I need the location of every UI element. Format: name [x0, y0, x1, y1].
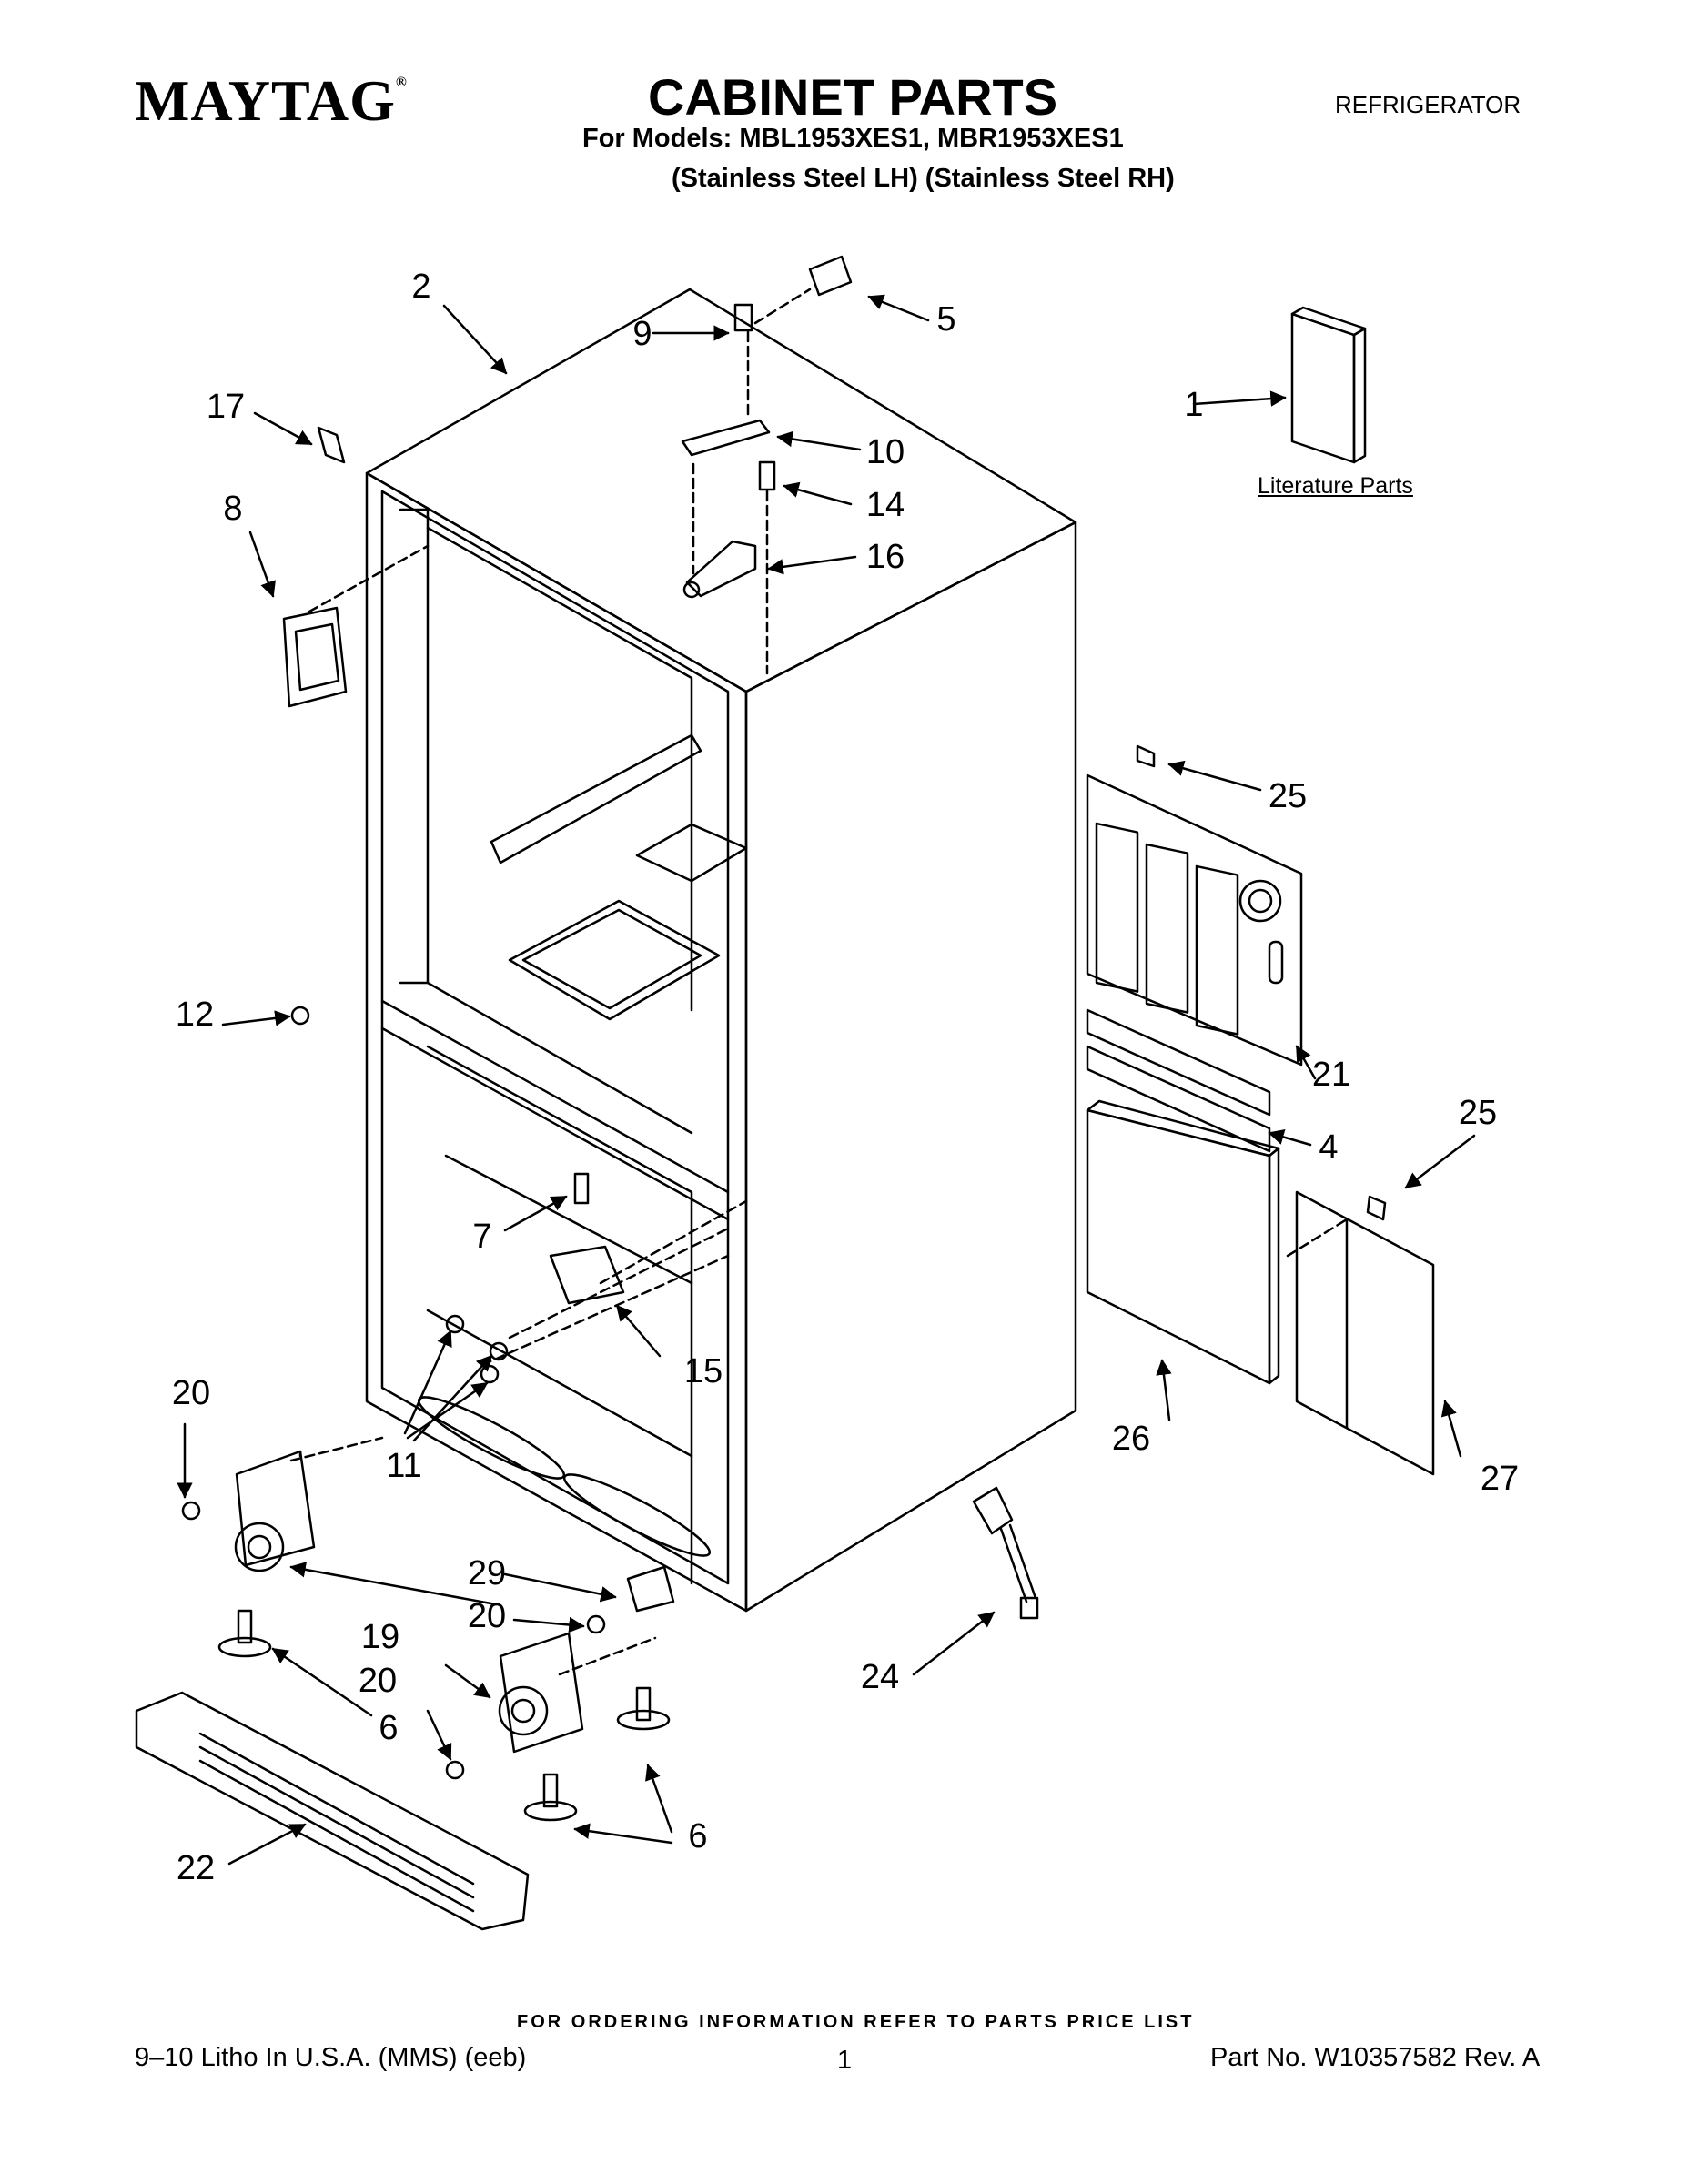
ordering-note: FOR ORDERING INFORMATION REFER TO PARTS …	[517, 2012, 1195, 2032]
part-number: Part No. W10357582 Rev. A	[1210, 2043, 1541, 2072]
screw-top-grille	[1136, 744, 1156, 768]
screw-20b	[586, 1614, 606, 1634]
callout-8: 8	[223, 490, 243, 528]
rear-cover-plate	[1286, 1190, 1435, 1476]
toe-grille	[135, 1691, 530, 1931]
callout-20a: 20	[171, 1374, 211, 1412]
roller-bracket-left	[217, 1450, 316, 1658]
callout-5: 5	[936, 300, 956, 339]
screw-cover	[1366, 1195, 1387, 1221]
callout-20c: 20	[358, 1662, 398, 1700]
callout-4: 4	[1319, 1128, 1339, 1167]
callout-19: 19	[360, 1618, 400, 1656]
callout-27: 27	[1480, 1460, 1520, 1498]
models-line: For Models: MBL1953XES1, MBR1953XES1	[582, 124, 1124, 153]
control-housing	[282, 606, 348, 708]
callout-25a: 25	[1268, 777, 1308, 815]
callout-14: 14	[865, 486, 905, 524]
callout-24: 24	[860, 1658, 900, 1696]
callout-26: 26	[1111, 1420, 1151, 1458]
callout-6b: 6	[688, 1817, 708, 1855]
screw-11b	[489, 1341, 509, 1361]
clip-part	[317, 426, 346, 464]
callout-10: 10	[865, 433, 905, 471]
appliance-type: REFRIGERATOR	[1335, 91, 1521, 118]
callout-9: 9	[632, 315, 652, 353]
rear-access-grille	[1086, 774, 1303, 1067]
trim-strip	[1086, 1008, 1271, 1117]
callout-12: 12	[175, 996, 215, 1034]
callout-2: 2	[411, 268, 431, 306]
callout-17: 17	[206, 388, 246, 426]
literature-parts-label: Literature Parts	[1258, 473, 1413, 499]
center-bracket	[549, 1245, 625, 1305]
callout-11: 11	[386, 1447, 422, 1485]
callout-15: 15	[683, 1352, 723, 1390]
screw-20a	[181, 1501, 201, 1521]
variants-line: (Stainless Steel LH) (Stainless Steel RH…	[672, 164, 1175, 193]
top-hinge-assembly	[681, 303, 776, 675]
callout-29: 29	[467, 1554, 507, 1592]
callout-25b: 25	[1458, 1094, 1498, 1132]
callout-7: 7	[472, 1218, 492, 1256]
callout-16: 16	[865, 538, 905, 576]
insulation-panel	[1086, 1108, 1271, 1385]
power-cord	[972, 1486, 1039, 1620]
screw-7	[573, 1172, 590, 1205]
callout-22: 22	[176, 1849, 216, 1887]
screw-11a	[445, 1314, 465, 1334]
callout-20b: 20	[467, 1597, 507, 1635]
callout-6a: 6	[379, 1709, 399, 1747]
callout-1: 1	[1184, 386, 1204, 424]
label-sticker	[808, 255, 853, 297]
page-number: 1	[837, 2046, 853, 2075]
screw-20c	[445, 1760, 465, 1780]
leader-lines	[177, 294, 1476, 1866]
roller-bracket-right	[498, 1565, 675, 1822]
page-title: CABINET PARTS	[648, 68, 1058, 126]
refrigerator-cabinet	[365, 288, 1077, 1613]
callout-21: 21	[1311, 1056, 1351, 1094]
brand-logo: MAYTAG®	[135, 68, 408, 133]
literature-booklet	[1290, 306, 1367, 464]
trim-strip-2	[1086, 1045, 1271, 1153]
litho-line: 9–10 Litho In U.S.A. (MMS) (eeb)	[135, 2043, 527, 2072]
screw-12	[290, 1006, 310, 1026]
screw-11c	[480, 1364, 500, 1384]
